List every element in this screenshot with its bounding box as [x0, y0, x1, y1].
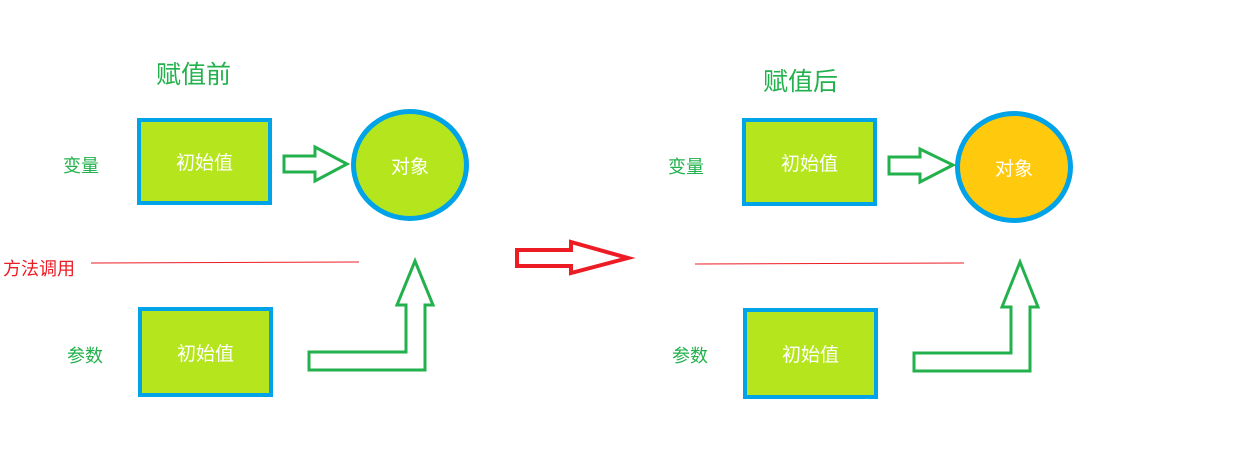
- before-variable-arrow: [282, 144, 351, 184]
- after-method-line: [694, 262, 965, 265]
- after-param-label: 参数: [672, 346, 708, 367]
- before-object-circle: 对象: [351, 109, 469, 221]
- before-variable-box: 初始值: [137, 118, 272, 205]
- before-param-box: 初始值: [138, 307, 273, 397]
- after-variable-label: 变量: [668, 157, 704, 178]
- before-param-arrow: [307, 257, 436, 372]
- before-method-line: [90, 261, 360, 264]
- before-title: 赋值前: [156, 60, 232, 89]
- after-object-circle: 对象: [955, 111, 1073, 223]
- after-variable-box: 初始值: [742, 118, 877, 206]
- before-param-label: 参数: [67, 346, 103, 367]
- after-title: 赋值后: [763, 67, 839, 96]
- after-variable-arrow: [887, 146, 957, 185]
- transition-arrow: [515, 239, 636, 276]
- before-variable-label: 变量: [63, 156, 99, 177]
- method-call-label: 方法调用: [3, 259, 75, 280]
- after-param-arrow: [912, 257, 1041, 373]
- after-param-box: 初始值: [743, 308, 878, 399]
